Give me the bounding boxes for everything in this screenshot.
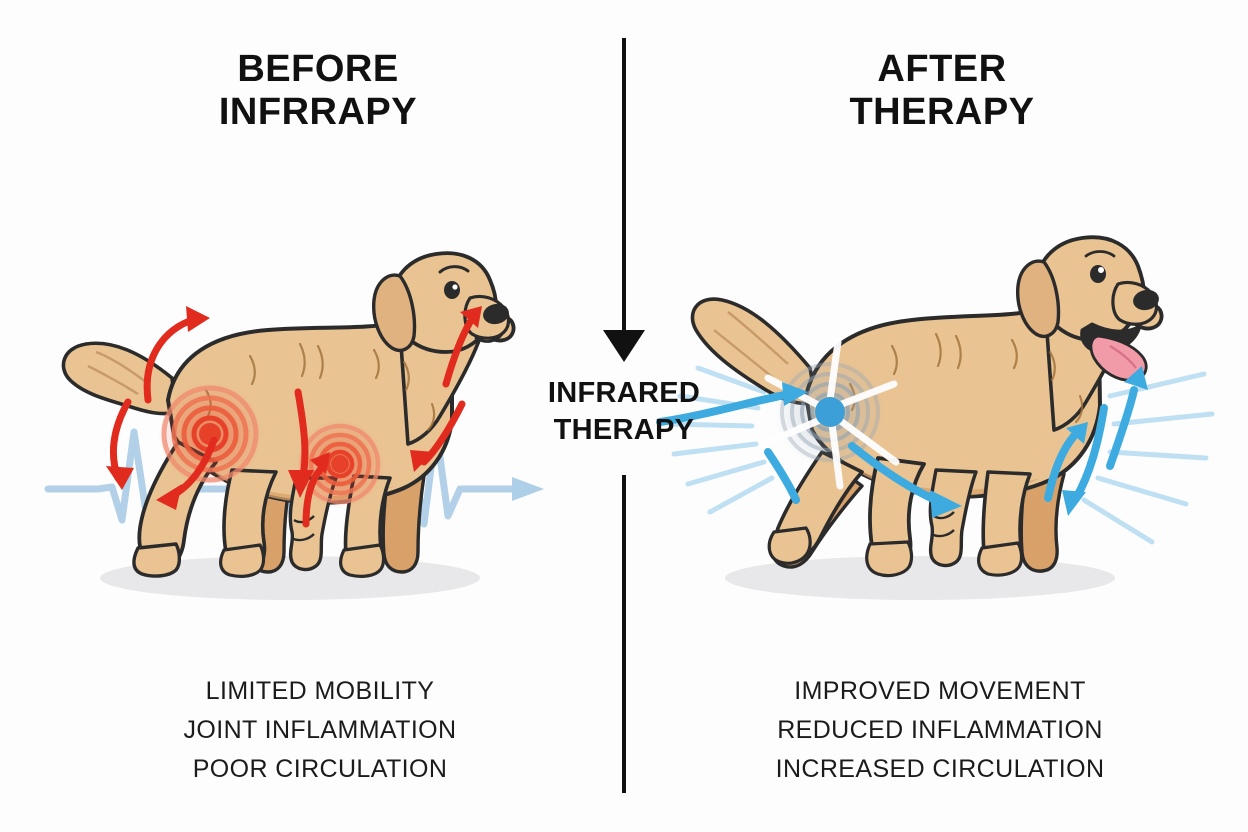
after-caption-2: REDUCED INFLAMMATION xyxy=(777,716,1103,744)
healing-marker-hip xyxy=(760,338,900,490)
after-caption-1: IMPROVED MOVEMENT xyxy=(794,677,1086,705)
before-panel-heading: BEFORE INFRRAPY xyxy=(128,48,508,133)
dog-brow xyxy=(438,265,470,274)
dog-far-front-leg xyxy=(381,472,426,574)
after-captions: IMPROVED MOVEMENT REDUCED INFLAMMATION I… xyxy=(700,672,1180,789)
after-heading-line-1: AFTER xyxy=(877,48,1007,90)
pain-marker-shoulder xyxy=(296,420,384,508)
dog-after xyxy=(690,235,1164,578)
after-panel-heading: AFTER THERAPY xyxy=(752,48,1132,133)
before-caption-3: POOR CIRCULATION xyxy=(192,755,448,783)
circulation-flow-arrows xyxy=(656,366,1148,518)
before-heading-line-1: BEFORE xyxy=(237,48,399,90)
dog-ground-shadow xyxy=(100,556,480,600)
dog-before xyxy=(61,251,516,578)
ekg-arrowhead xyxy=(512,477,544,501)
dog-mouth xyxy=(474,332,504,343)
dog-nose xyxy=(1133,289,1159,311)
dog-near-hind-paw xyxy=(132,542,182,578)
healing-center-dot xyxy=(815,397,845,427)
after-illustration xyxy=(640,0,1248,832)
dog-nose xyxy=(483,303,509,325)
divider-line-bottom xyxy=(622,475,626,793)
dog-ear xyxy=(372,273,417,353)
dog-ear xyxy=(1016,259,1061,339)
pain-marker-hip xyxy=(158,382,262,486)
before-heading-line-2: INFRRAPY xyxy=(218,90,418,133)
before-illustration xyxy=(0,0,600,832)
before-caption-2: JOINT INFLAMMATION xyxy=(183,716,457,744)
dog-eye xyxy=(444,281,460,299)
pain-center-dot xyxy=(331,455,349,473)
divider-arrowhead-icon xyxy=(603,330,645,362)
dog-near-hind-paw xyxy=(865,540,914,578)
dog-eye xyxy=(1090,265,1106,283)
before-captions: LIMITED MOBILITY JOINT INFLAMMATION POOR… xyxy=(90,672,550,789)
center-therapy-label: INFRARED THERAPY xyxy=(503,375,745,449)
restricted-motion-arrows xyxy=(106,306,482,528)
center-label-line-1: INFRARED xyxy=(547,377,701,409)
center-label-line-2: THERAPY xyxy=(553,414,695,447)
dog-brow xyxy=(1084,250,1116,258)
after-caption-3: INCREASED CIRCULATION xyxy=(775,755,1105,783)
divider-line-top xyxy=(622,38,626,338)
before-caption-1: LIMITED MOBILITY xyxy=(205,677,435,705)
dog-tail xyxy=(61,341,178,416)
after-heading-line-2: THERAPY xyxy=(849,90,1035,133)
dog-mid-leg xyxy=(928,468,978,568)
energy-rays-right xyxy=(1081,371,1215,545)
